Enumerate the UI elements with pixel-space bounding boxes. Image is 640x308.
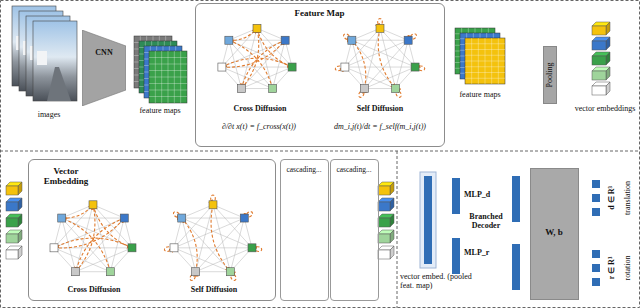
vector-cuboid bbox=[592, 52, 610, 65]
node-title: W, b bbox=[531, 227, 577, 237]
vector-cuboid bbox=[6, 230, 22, 243]
output-unit bbox=[592, 208, 600, 216]
vector-cuboid bbox=[378, 214, 394, 227]
cnn-block: CNN bbox=[82, 30, 128, 106]
node-text: Cross Diffusion bbox=[39, 285, 149, 294]
panel-divider bbox=[0, 151, 640, 152]
mlp-label: MLP_d bbox=[464, 190, 508, 199]
embed-bar bbox=[424, 176, 432, 264]
decoder-bar bbox=[512, 244, 520, 290]
embed-frame bbox=[420, 172, 436, 268]
vector-cuboid bbox=[378, 246, 394, 259]
cross-diffusion-graph bbox=[50, 201, 136, 276]
node-text: ∂/∂t x(t) = f_cross(x(t)) bbox=[200, 122, 318, 131]
vector-cuboid bbox=[6, 198, 22, 211]
cross-diffusion-graph bbox=[218, 24, 296, 92]
node-text: dm_i,j(t)/dt = f_self(m_i,j(t)) bbox=[321, 122, 439, 131]
cascading-block: cascading... bbox=[280, 159, 329, 301]
self-diffusion-graph bbox=[335, 19, 424, 98]
vector-cuboid bbox=[6, 214, 22, 227]
linear-layer: W, b bbox=[530, 168, 579, 300]
decoder-bar bbox=[452, 178, 460, 214]
node-text: Self Diffusion bbox=[328, 104, 432, 113]
vector-cuboid bbox=[6, 246, 22, 259]
vector-cuboid bbox=[592, 22, 610, 35]
output-unit bbox=[592, 278, 600, 286]
vector-cuboid bbox=[592, 67, 610, 80]
output-unit bbox=[592, 180, 600, 188]
feature-map-panel: Feature MapCross Diffusion Self Diffusion… bbox=[195, 3, 445, 147]
mlp-label: MLP_r bbox=[464, 248, 508, 257]
output-unit bbox=[592, 194, 600, 202]
node-title: CNN bbox=[82, 48, 126, 57]
self-diffusion-graph bbox=[164, 195, 261, 280]
embedding-label: vector embeddings bbox=[574, 104, 636, 113]
node-title: cascading... bbox=[281, 166, 327, 175]
feature-label: feature maps bbox=[448, 90, 512, 99]
vector-cuboid bbox=[592, 37, 610, 50]
feature-label: feature maps bbox=[128, 106, 192, 115]
image-label: images bbox=[24, 110, 74, 119]
input-image bbox=[33, 21, 77, 101]
decoder-bar bbox=[452, 238, 460, 274]
node-title: Pooling bbox=[545, 63, 554, 88]
output-label: rotation bbox=[623, 256, 632, 281]
decoder-bar bbox=[512, 176, 520, 222]
embedding-label: vector embed. (pooled feat. map) bbox=[400, 272, 472, 290]
node-title: Vector Embedding bbox=[35, 166, 97, 187]
cascading-block: cascading... bbox=[330, 159, 379, 301]
decoder-label: Branched Decoder bbox=[464, 212, 508, 230]
feature-map-layer bbox=[465, 38, 505, 84]
output-unit bbox=[592, 250, 600, 258]
output-symbol: d ∈ R³ bbox=[607, 186, 616, 210]
node-text: Cross Diffusion bbox=[208, 104, 312, 113]
node-text: Self Diffusion bbox=[159, 285, 269, 294]
node-title: Feature Map bbox=[196, 8, 443, 18]
cnn-trapezoid bbox=[82, 30, 126, 106]
feature-map-layer bbox=[149, 51, 187, 103]
output-unit bbox=[592, 264, 600, 272]
vector-cuboid bbox=[378, 182, 394, 195]
output-label: translation bbox=[623, 181, 632, 215]
panel-divider bbox=[397, 151, 398, 308]
node-title: cascading... bbox=[331, 166, 377, 175]
vector-cuboid bbox=[378, 198, 394, 211]
pooling-block: Pooling bbox=[543, 46, 557, 104]
vector-cuboid bbox=[378, 230, 394, 243]
vector-cuboid bbox=[592, 82, 610, 95]
vector-embedding-panel: Vector EmbeddingCross Diffusion Self Diff… bbox=[28, 159, 276, 301]
vector-cuboid bbox=[6, 182, 22, 195]
output-symbol: r ∈ R³ bbox=[607, 257, 616, 280]
